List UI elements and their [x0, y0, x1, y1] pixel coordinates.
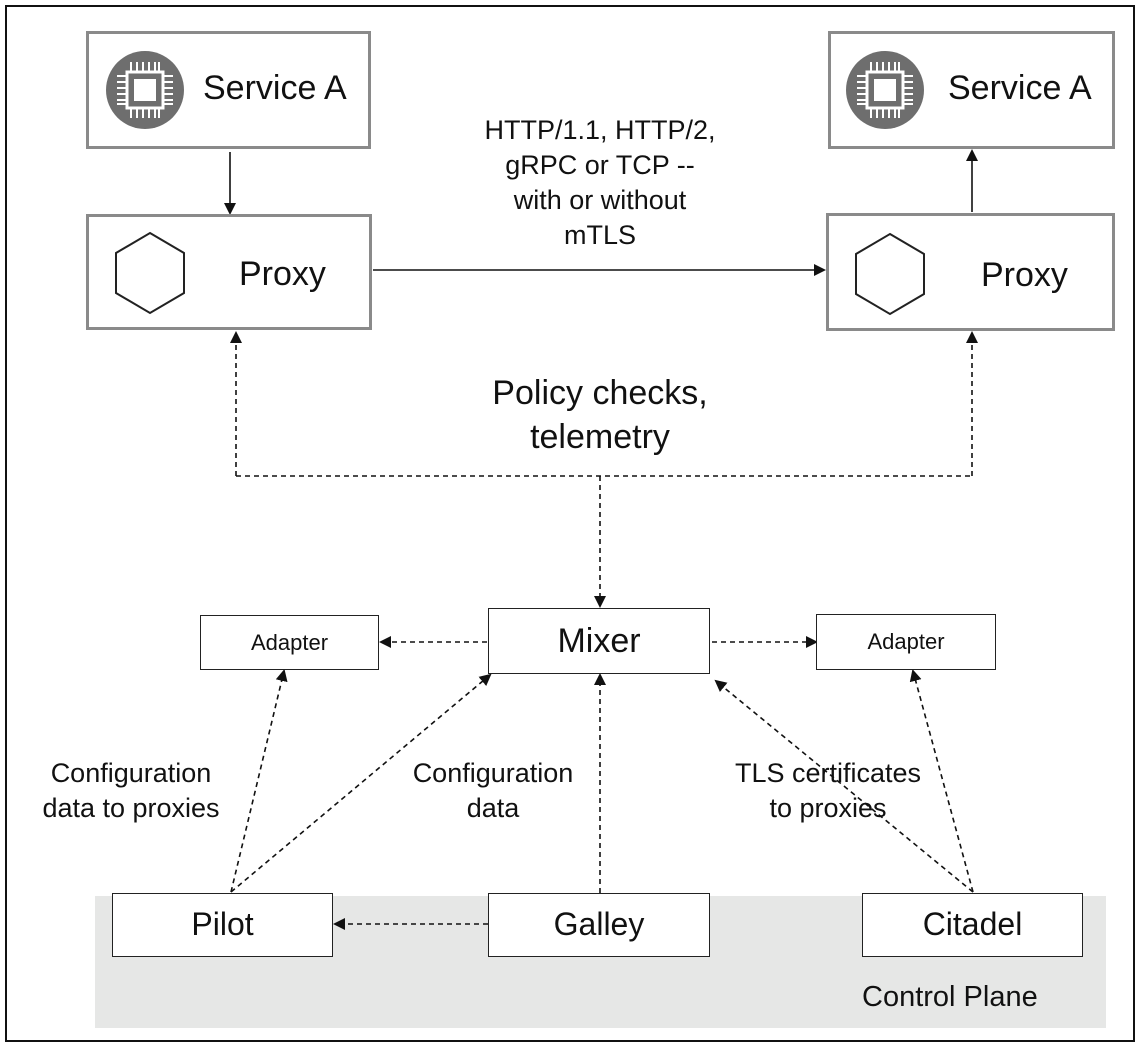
policy-note-line-2: telemetry [530, 418, 670, 456]
pilot-label: Pilot [191, 906, 254, 942]
proxy-right-box[interactable]: Proxy [826, 213, 1115, 331]
control-plane-label: Control Plane [862, 981, 1038, 1013]
adapter-right-label: Adapter [867, 629, 945, 654]
citadel-box[interactable]: Citadel [862, 893, 1083, 957]
galley-box[interactable]: Galley [488, 893, 710, 957]
protocol-note-line-1: HTTP/1.1, HTTP/2, [484, 115, 716, 145]
chip-icon [846, 51, 924, 129]
chip-icon [106, 51, 184, 129]
diagram-frame [5, 5, 1135, 1042]
pilot-to-mixer-arrow [230, 673, 492, 893]
citadel-to-mixer-arrow [714, 679, 974, 893]
service-a-right-box[interactable]: Service A [828, 31, 1115, 149]
proxy-right-label: Proxy [981, 256, 1068, 294]
config-note-line-2: data [466, 793, 520, 823]
adapter-left-box[interactable]: Adapter [200, 615, 379, 670]
adapter-left-label: Adapter [250, 630, 329, 655]
config-note: Configuration data [393, 756, 593, 826]
protocol-note-line-3: with or without [513, 185, 687, 215]
mixer-label: Mixer [557, 622, 641, 660]
mixer-box[interactable]: Mixer [488, 608, 710, 674]
adapter-right-box[interactable]: Adapter [816, 614, 996, 670]
config-proxies-note: Configuration data to proxies [20, 756, 242, 826]
tls-note-line-1: TLS certificates [734, 758, 922, 788]
protocol-note-line-4: mTLS [563, 220, 636, 250]
pilot-box[interactable]: Pilot [112, 893, 333, 957]
pilot-to-adapter-left-arrow [230, 669, 288, 893]
proxy-left-label: Proxy [239, 255, 326, 293]
hexagon-icon [115, 231, 185, 315]
service-a-right-label: Service A [948, 69, 1092, 107]
service-a-left-label: Service A [203, 69, 347, 107]
policy-note: Policy checks, telemetry [470, 371, 730, 459]
proxy-left-box[interactable]: Proxy [86, 214, 372, 330]
config-note-line-1: Configuration [412, 758, 574, 788]
tls-note-line-2: to proxies [769, 793, 887, 823]
protocol-note-line-2: gRPC or TCP -- [505, 150, 695, 180]
galley-label: Galley [553, 906, 645, 942]
protocol-note: HTTP/1.1, HTTP/2, gRPC or TCP -- with or… [455, 113, 745, 253]
policy-note-line-1: Policy checks, [492, 374, 708, 412]
config-proxies-note-line-2: data to proxies [42, 793, 220, 823]
service-a-left-box[interactable]: Service A [86, 31, 371, 149]
citadel-label: Citadel [922, 906, 1023, 942]
config-proxies-note-line-1: Configuration [50, 758, 212, 788]
tls-note: TLS certificates to proxies [713, 756, 943, 826]
citadel-to-adapter-right-arrow [909, 669, 974, 893]
hexagon-icon [855, 232, 925, 316]
